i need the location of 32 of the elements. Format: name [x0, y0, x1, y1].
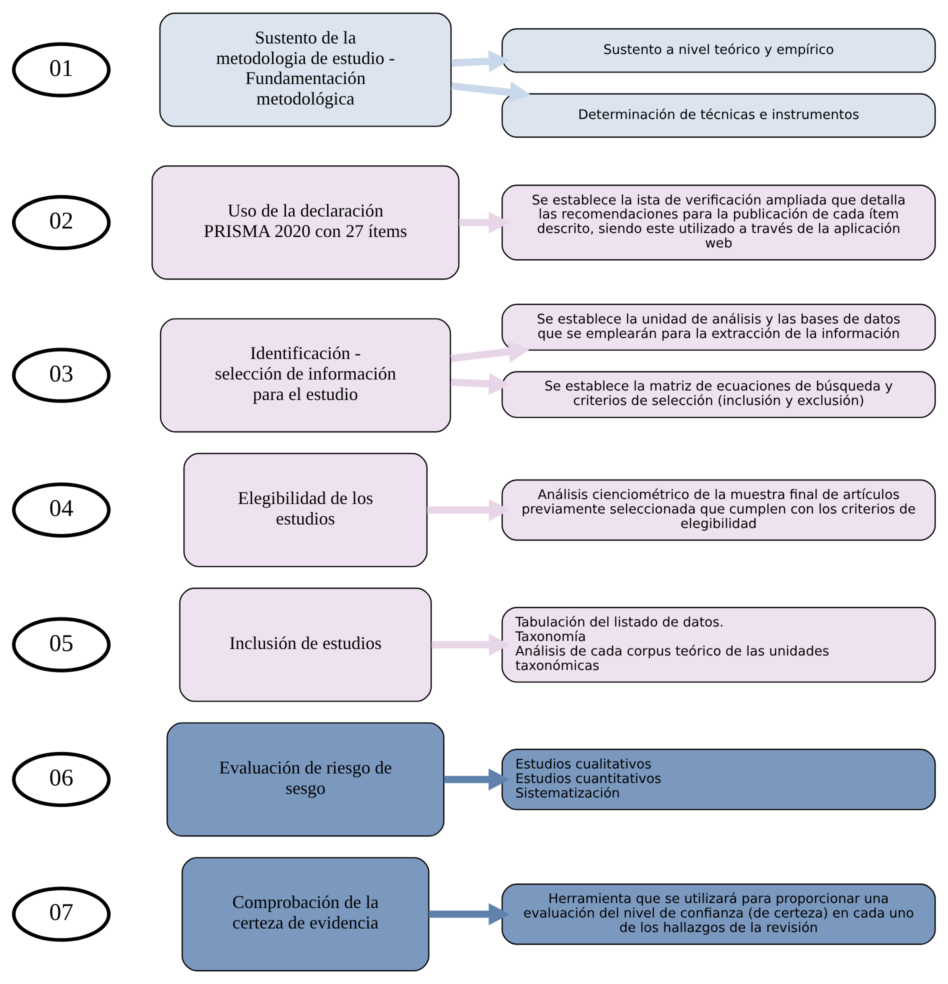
node-ellipse: 06 — [12, 752, 110, 808]
node-box: Se establece la ista de verificación ampliada que detalla las recomendaciones para la publicación de cada ítem descrito, siendo este utilizado a través de la aplicación web — [501, 184, 936, 260]
arrow — [428, 903, 510, 926]
node-box: Se establece la unidad de análisis y las bases de datos que se emplearán para la extracción de la información — [501, 304, 936, 351]
node-box: Inclusión de estudios — [178, 588, 432, 702]
node-ellipse: 07 — [12, 886, 110, 942]
arrow — [450, 340, 530, 363]
node-box: Análisis cienciométrico de la muestra final de artículos previamente seleccionada que cumplen con los criterios de elegibilidad — [501, 479, 936, 541]
node-ellipse: 05 — [12, 617, 110, 672]
node-box: Uso de la declaración PRISMA 2020 con 27 ítems — [151, 165, 459, 280]
arrow — [450, 81, 530, 104]
node-box: Identificación - selección de información para el estudio — [159, 318, 451, 432]
arrow — [426, 499, 510, 522]
node-box: Evaluación de riesgo de sesgo — [166, 722, 444, 837]
node-ellipse: 01 — [12, 42, 110, 98]
arrow — [458, 212, 510, 234]
arrow — [444, 768, 510, 790]
node-box: Tabulación del listado de datos. Taxonomía Análisis de cada corpus teórico de las unidades taxonómicas — [501, 606, 936, 683]
node-box: Herramienta que se utilizará para proporcionar una evaluación del nivel de confianza (de certeza) en cada uno de los hallazgos de la revisión — [501, 884, 936, 945]
node-box: Elegibilidad de los estudios — [182, 452, 428, 568]
node-box: Sustento de la metodologia de estudio - Fundamentación metodológica — [158, 12, 452, 127]
arrow — [450, 372, 510, 395]
arrow — [450, 50, 510, 72]
node-box: Sustento a nivel teórico y empírico — [501, 28, 936, 73]
node-box: Estudios cualitativos Estudios cuantitativos Sistematización — [501, 748, 936, 810]
node-box: Comprobación de la certeza de evidencia — [181, 857, 429, 972]
node-ellipse: 03 — [12, 348, 110, 403]
node-box: Se establece la matriz de ecuaciones de búsqueda y criterios de selección (inclusión y exclusión) — [501, 371, 936, 418]
arrow — [431, 634, 510, 656]
node-ellipse: 02 — [12, 194, 110, 250]
node-ellipse: 04 — [12, 482, 110, 538]
node-box: Determinación de técnicas e instrumentos — [501, 93, 936, 138]
